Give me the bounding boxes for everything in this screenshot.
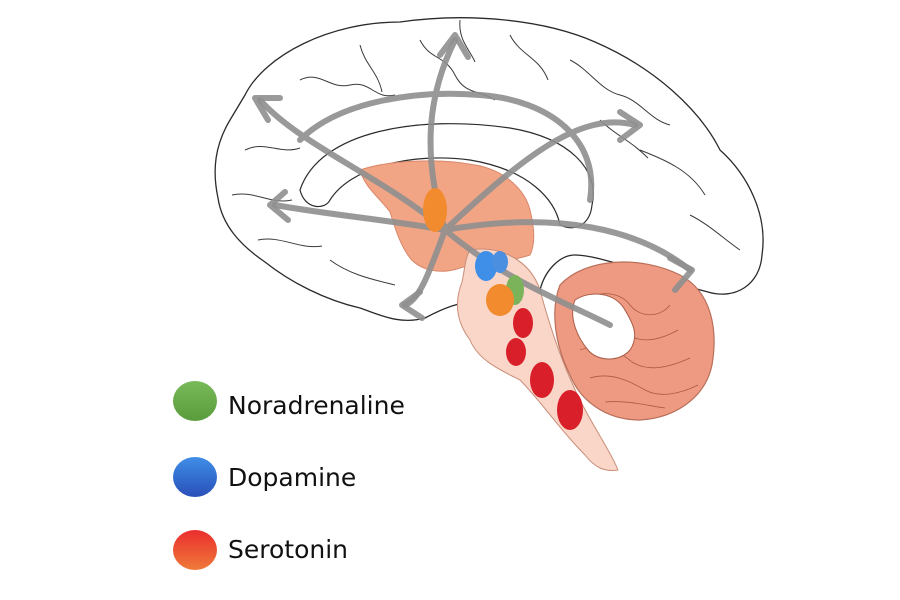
serotonin-nucleus-3 — [530, 362, 554, 398]
legend-label-serotonin: Serotonin — [228, 535, 349, 564]
serotonin-nucleus-2 — [506, 338, 526, 366]
legend — [173, 381, 217, 570]
orange-nucleus — [486, 284, 514, 316]
arrow-heads — [252, 32, 695, 321]
hypothalamic-orange-nucleus — [423, 188, 447, 232]
green-dot-icon — [173, 381, 217, 421]
serotonin-nucleus-4 — [557, 390, 583, 430]
dopamine-nucleus-1 — [475, 251, 497, 281]
arbor-vitae — [572, 293, 636, 360]
legend-label-noradrenaline: Noradrenaline — [228, 391, 405, 420]
nuclei — [423, 188, 583, 430]
blue-dot-icon — [173, 457, 217, 497]
red-orange-dot-icon — [173, 530, 217, 570]
legend-label-dopamine: Dopamine — [228, 463, 357, 492]
dopamine-nucleus-2 — [492, 251, 508, 273]
serotonin-nucleus-1 — [513, 308, 533, 338]
